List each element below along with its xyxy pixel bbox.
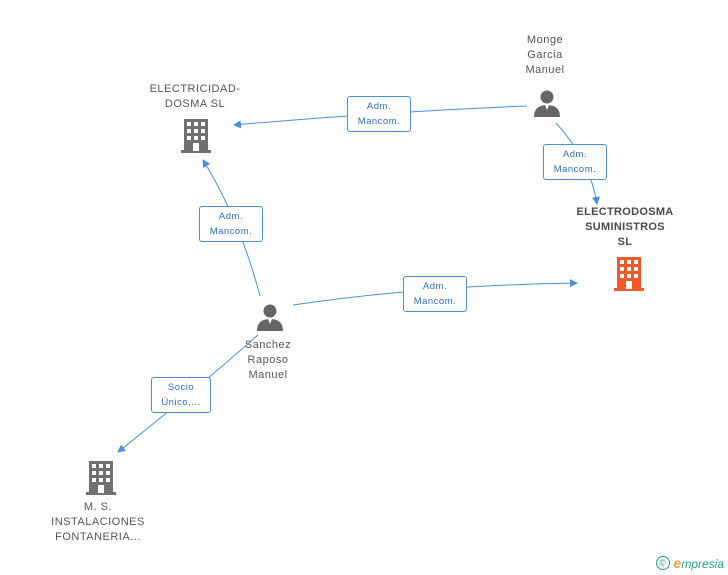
- building-icon[interactable]: [86, 461, 116, 495]
- building-main-icon[interactable]: [614, 257, 644, 291]
- node-label-ms: M. S. INSTALACIONES FONTANERIA...: [51, 501, 145, 543]
- node-label-sanchez: Sanchez Raposo Manuel: [244, 339, 292, 381]
- edge-label-sanchez-electrodosma[interactable]: Adm. Mancom.: [403, 276, 467, 312]
- footer-brand: © empresia: [655, 555, 724, 571]
- node-label-electricidad: ELECTRICIDAD- DOSMA SL: [149, 83, 241, 110]
- edge-label-monge-electrodosma[interactable]: Adm. Mancom.: [543, 144, 607, 180]
- edge-label-sanchez-electricidad[interactable]: Adm. Mancom.: [199, 206, 263, 242]
- copyright-icon: ©: [655, 556, 670, 570]
- edge-label-monge-electricidad[interactable]: Adm. Mancom.: [347, 96, 411, 132]
- node-label-electrodosma: ELECTRODOSMA SUMINISTROS SL: [576, 206, 674, 248]
- building-icon[interactable]: [181, 119, 211, 153]
- brand-logo[interactable]: empresia: [673, 555, 724, 571]
- node-label-monge: Monge Garcia Manuel: [525, 34, 565, 76]
- person-icon[interactable]: [255, 302, 285, 332]
- person-icon[interactable]: [532, 88, 562, 118]
- edge-label-sanchez-ms[interactable]: Socio Único,...: [151, 377, 211, 413]
